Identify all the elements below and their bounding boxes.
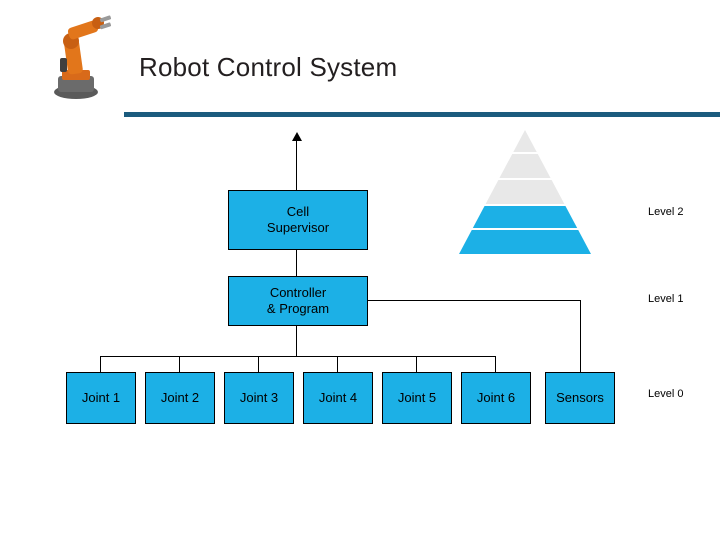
node-cell-supervisor-line2: Supervisor bbox=[266, 220, 330, 235]
node-joint-6[interactable]: Joint 6 bbox=[461, 372, 531, 424]
page-title: Robot Control System bbox=[139, 52, 398, 82]
node-controller-line1: Controller bbox=[269, 284, 327, 300]
node-joint-5[interactable]: Joint 5 bbox=[382, 372, 452, 424]
node-joint-1-label: Joint 1 bbox=[81, 389, 121, 405]
node-joint-4[interactable]: Joint 4 bbox=[303, 372, 373, 424]
level-0-label: Level 0 bbox=[648, 388, 684, 400]
connector-joint-bus bbox=[100, 356, 496, 357]
connector-controller-sensors bbox=[368, 300, 580, 301]
node-sensors-label: Sensors bbox=[556, 389, 604, 405]
node-controller-and-program[interactable]: Controller & Program bbox=[228, 276, 368, 326]
node-joint-2[interactable]: Joint 2 bbox=[145, 372, 215, 424]
connector-supervisor-up bbox=[296, 140, 297, 190]
node-joint-4-label: Joint 4 bbox=[318, 389, 358, 405]
connector-drop-sensors bbox=[580, 300, 581, 372]
node-joint-5-label: Joint 5 bbox=[397, 389, 437, 405]
connector-drop-joint-6 bbox=[495, 356, 496, 372]
level-2-label: Level 2 bbox=[648, 206, 684, 218]
robot-arm-icon bbox=[36, 14, 114, 100]
connector-supervisor-controller bbox=[296, 250, 297, 276]
up-arrow-icon bbox=[292, 132, 302, 141]
connector-drop-joint-2 bbox=[179, 356, 180, 372]
connector-drop-joint-1 bbox=[100, 356, 101, 372]
node-joint-3-label: Joint 3 bbox=[239, 389, 279, 405]
node-joint-1[interactable]: Joint 1 bbox=[66, 372, 136, 424]
node-sensors[interactable]: Sensors bbox=[545, 372, 615, 424]
node-joint-3[interactable]: Joint 3 bbox=[224, 372, 294, 424]
node-cell-supervisor-line1: Cell bbox=[286, 203, 310, 219]
level-1-label: Level 1 bbox=[648, 293, 684, 305]
node-joint-6-label: Joint 6 bbox=[476, 389, 516, 405]
hierarchy-pyramid-icon bbox=[455, 128, 595, 258]
connector-drop-joint-4 bbox=[337, 356, 338, 372]
title-divider bbox=[124, 112, 720, 117]
connector-controller-bus bbox=[296, 326, 297, 356]
node-cell-supervisor[interactable]: Cell Supervisor bbox=[228, 190, 368, 250]
connector-drop-joint-3 bbox=[258, 356, 259, 372]
node-controller-line2: & Program bbox=[266, 301, 330, 316]
connector-drop-joint-5 bbox=[416, 356, 417, 372]
node-joint-2-label: Joint 2 bbox=[160, 389, 200, 405]
